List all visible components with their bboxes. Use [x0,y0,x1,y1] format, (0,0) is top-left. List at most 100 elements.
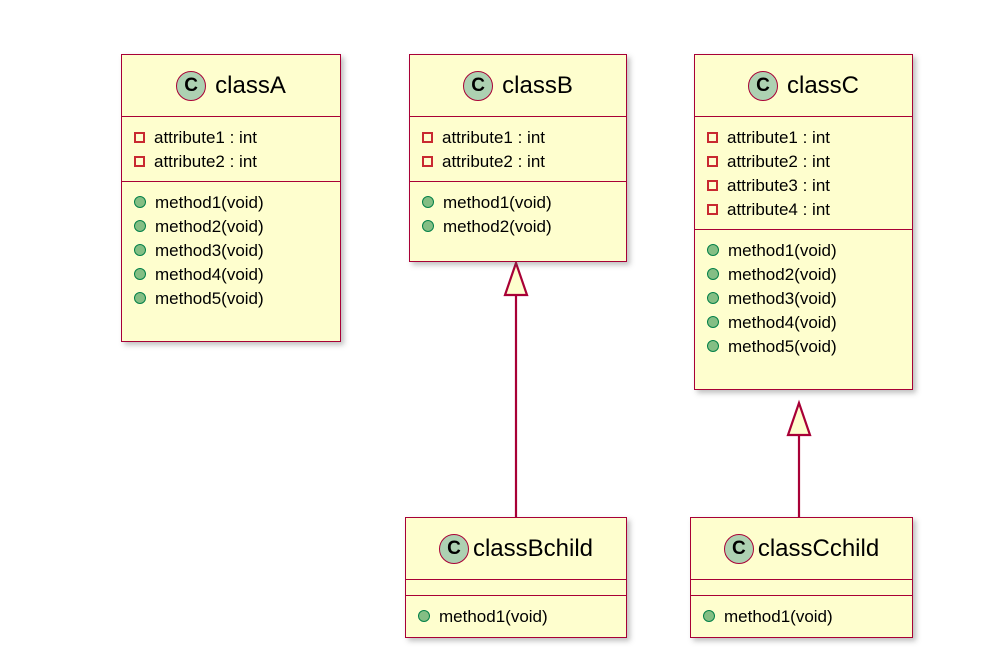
attributes-compartment-classCchild [691,580,912,596]
attribute-label: attribute2 : int [442,151,546,171]
attribute-label: attribute2 : int [154,151,258,171]
public-method-circle-icon [134,292,146,304]
method-row: method4(void) [134,262,340,286]
class-title-classB: classB [502,71,573,99]
public-method-circle-icon [707,316,719,328]
public-method-circle-icon [422,220,434,232]
attribute-row: attribute2 : int [422,149,626,173]
public-method-circle-icon [422,196,434,208]
methods-compartment-classA: method1(void) method2(void) method3(void… [122,182,340,318]
attribute-row: attribute4 : int [707,197,912,221]
method-label: method1(void) [724,606,833,626]
class-header-classCchild: C classCchild [691,518,912,580]
method-label: method3(void) [155,240,264,260]
attribute-row: attribute1 : int [707,125,912,149]
method-row: method1(void) [703,604,912,628]
public-method-circle-icon [134,196,146,208]
class-stereotype-icon: C [463,70,494,101]
class-node-classBchild[interactable]: C classBchild method1(void) [405,517,627,638]
generalization-classCchild-to-classC[interactable] [786,399,812,517]
hollow-triangle-arrowhead-classB [503,259,529,297]
class-stereotype-icon: C [747,70,778,101]
hollow-triangle-arrowhead-classC [786,399,812,437]
class-node-classCchild[interactable]: C classCchild method1(void) [690,517,913,638]
attribute-label: attribute1 : int [154,127,258,147]
private-field-square-icon [707,131,718,143]
method-label: method2(void) [728,264,837,284]
method-label: method1(void) [443,192,552,212]
class-header-classB: C classB [410,55,626,117]
method-label: method4(void) [728,312,837,332]
methods-compartment-classBchild: method1(void) [406,596,626,636]
private-field-square-icon [707,155,718,167]
method-label: method1(void) [439,606,548,626]
method-label: method5(void) [155,288,264,308]
public-method-circle-icon [418,610,430,622]
private-field-square-icon [707,203,718,215]
attributes-compartment-classB: attribute1 : int attribute2 : int [410,117,626,182]
private-field-square-icon [422,131,433,143]
method-label: method1(void) [155,192,264,212]
class-title-classC: classC [786,71,859,99]
method-row: method3(void) [707,286,912,310]
method-label: method3(void) [728,288,837,308]
method-row: method2(void) [134,214,340,238]
attributes-compartment-classBchild [406,580,626,596]
method-row: method1(void) [418,604,626,628]
methods-compartment-classC: method1(void) method2(void) method3(void… [695,230,912,366]
method-label: method2(void) [155,216,264,236]
method-label: method2(void) [443,216,552,236]
attribute-row: attribute2 : int [707,149,912,173]
class-stereotype-icon: C [723,533,754,564]
private-field-square-icon [422,155,433,167]
method-label: method5(void) [728,336,837,356]
methods-compartment-classB: method1(void) method2(void) [410,182,626,246]
method-row: method1(void) [134,190,340,214]
attribute-label: attribute3 : int [727,175,831,195]
method-row: method1(void) [707,238,912,262]
attribute-row: attribute3 : int [707,173,912,197]
class-node-classB[interactable]: C classB attribute1 : int attribute2 : i… [409,54,627,262]
private-field-square-icon [134,131,145,143]
class-header-classBchild: C classBchild [406,518,626,580]
public-method-circle-icon [134,244,146,256]
class-node-classC[interactable]: C classC attribute1 : int attribute2 : i… [694,54,913,390]
attributes-compartment-classC: attribute1 : int attribute2 : int attrib… [695,117,912,230]
class-stereotype-icon: C [438,533,469,564]
attribute-label: attribute4 : int [727,199,831,219]
private-field-square-icon [707,179,718,191]
method-row: method5(void) [707,334,912,358]
method-row: method3(void) [134,238,340,262]
class-header-classA: C classA [122,55,340,117]
generalization-classBchild-to-classB[interactable] [503,259,529,517]
public-method-circle-icon [707,268,719,280]
attribute-label: attribute1 : int [727,127,831,147]
class-node-classA[interactable]: C classA attribute1 : int attribute2 : i… [121,54,341,342]
method-row: method4(void) [707,310,912,334]
public-method-circle-icon [707,292,719,304]
public-method-circle-icon [707,244,719,256]
public-method-circle-icon [134,220,146,232]
public-method-circle-icon [707,340,719,352]
method-row: method2(void) [707,262,912,286]
attribute-label: attribute2 : int [727,151,831,171]
attribute-row: attribute1 : int [422,125,626,149]
method-label: method4(void) [155,264,264,284]
public-method-circle-icon [703,610,715,622]
method-row: method1(void) [422,190,626,214]
attribute-row: attribute1 : int [134,125,340,149]
attribute-label: attribute1 : int [442,127,546,147]
private-field-square-icon [134,155,145,167]
method-row: method5(void) [134,286,340,310]
method-row: method2(void) [422,214,626,238]
attributes-compartment-classA: attribute1 : int attribute2 : int [122,117,340,182]
class-title-classA: classA [215,71,286,99]
class-title-classCchild: classCchild [757,534,880,562]
class-title-classBchild: classBchild [472,534,594,562]
class-stereotype-icon: C [176,70,207,101]
public-method-circle-icon [134,268,146,280]
attribute-row: attribute2 : int [134,149,340,173]
method-label: method1(void) [728,240,837,260]
class-header-classC: C classC [695,55,912,117]
